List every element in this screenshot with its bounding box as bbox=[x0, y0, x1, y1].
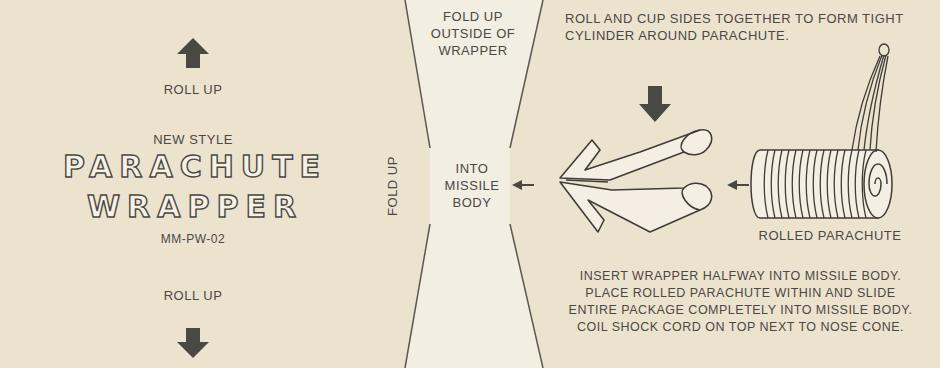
part-number: MM-PW-02 bbox=[93, 231, 293, 247]
outlined-title: PARACHUTE bbox=[0, 150, 390, 184]
instruction-label: ROLL UP bbox=[93, 82, 293, 98]
cord-winding bbox=[834, 150, 838, 218]
fold-instruction: FOLD UP bbox=[385, 151, 401, 221]
fold-lines bbox=[405, 0, 543, 368]
fold-instruction: INTO MISSILE BODY bbox=[436, 160, 508, 211]
cord-winding bbox=[785, 150, 789, 218]
rolled-parachute bbox=[751, 44, 892, 218]
cord-winding bbox=[855, 150, 859, 218]
cord-winding bbox=[827, 150, 831, 218]
cord-winding bbox=[848, 150, 852, 218]
subtitle: NEW STYLE bbox=[93, 132, 293, 148]
cord-winding bbox=[799, 150, 803, 218]
cord-winding bbox=[771, 150, 775, 218]
cord-winding bbox=[778, 150, 782, 218]
cord-winding bbox=[764, 150, 768, 218]
cord-winding bbox=[841, 150, 845, 218]
cord-winding bbox=[862, 150, 866, 218]
step-instruction: INSERT WRAPPER HALFWAY INTO MISSILE BODY… bbox=[568, 268, 913, 336]
cord-winding bbox=[820, 150, 824, 218]
cord-winding bbox=[813, 150, 817, 218]
fold-panel bbox=[405, 0, 543, 368]
rolled-wrapper bbox=[560, 130, 712, 232]
step-instruction: ROLL AND CUP SIDES TOGETHER TO FORM TIGH… bbox=[565, 10, 915, 44]
fold-instruction: FOLD UP OUTSIDE OF WRAPPER bbox=[428, 8, 518, 59]
part-label: ROLLED PARACHUTE bbox=[740, 228, 920, 244]
cord-winding bbox=[792, 150, 796, 218]
instruction-label: ROLL UP bbox=[93, 288, 293, 304]
outlined-title: WRAPPER bbox=[0, 190, 390, 224]
cord-winding bbox=[806, 150, 810, 218]
